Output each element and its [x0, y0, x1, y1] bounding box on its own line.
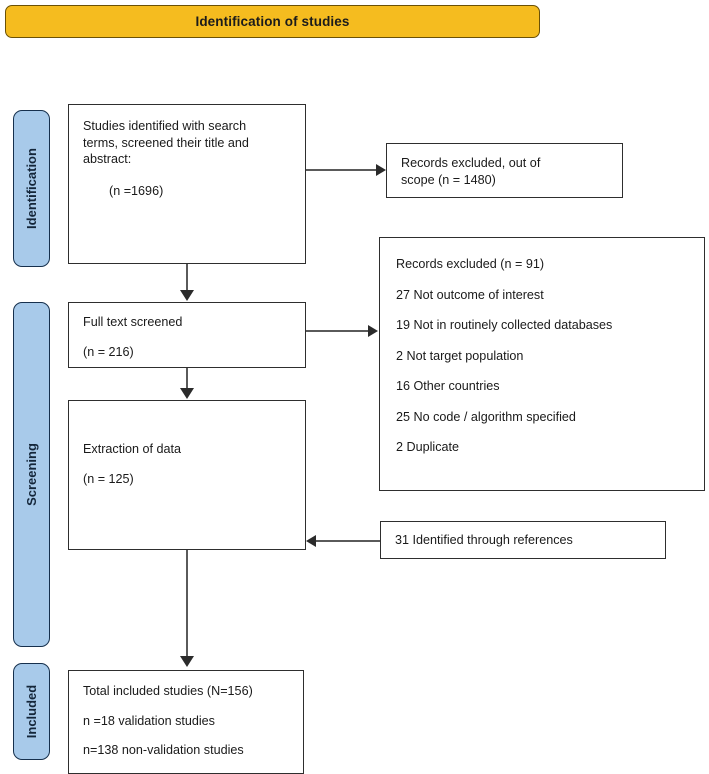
excluded-reason: 19 Not in routinely collected databases: [396, 318, 613, 332]
connector-full-text-to-excluded: [306, 330, 370, 332]
box-full-text-screened: Full text screened (n = 216): [68, 302, 306, 368]
references-line1: 31 Identified through references: [395, 533, 573, 547]
excluded-reason: 27 Not outcome of interest: [396, 287, 544, 302]
studies-identified-count: (n =1696): [109, 183, 164, 198]
arrowhead-right-excluded: [368, 325, 378, 337]
excluded-reason: 25 No code / algorithm specified: [396, 409, 576, 424]
full-text-screened-line1: Full text screened: [83, 315, 183, 329]
stage-bar-screening: Screening: [13, 302, 50, 647]
connector-full-text-to-extraction: [186, 368, 188, 390]
total-included-line3: n=138 non-validation studies: [83, 743, 244, 757]
box-identified-through-references: 31 Identified through references: [380, 521, 666, 559]
stage-label-identification: Identification: [24, 148, 40, 229]
stage-bar-identification: Identification: [13, 110, 50, 267]
arrowhead-down-extraction: [180, 388, 194, 399]
box-studies-identified: Studies identified with search terms, sc…: [68, 104, 306, 264]
box-records-excluded-reasons: Records excluded (n = 91) 27 Not outcome…: [379, 237, 705, 491]
studies-identified-line1: Studies identified with search: [83, 119, 247, 133]
identification-banner: Identification of studies: [5, 5, 540, 38]
identification-banner-label: Identification of studies: [195, 14, 350, 29]
total-included-line2: n =18 validation studies: [83, 713, 215, 728]
box-total-included-studies: Total included studies (N=156) n =18 val…: [68, 670, 304, 774]
connector-references-to-extraction: [316, 540, 380, 542]
excluded-heading: Records excluded (n = 91): [396, 257, 545, 271]
box-extraction-of-data: Extraction of data (n = 125): [68, 400, 306, 550]
stage-bar-included: Included: [13, 663, 50, 760]
box-records-excluded-out-of-scope: Records excluded, out of scope (n = 1480…: [386, 143, 623, 198]
studies-identified-line3: abstract:: [83, 152, 132, 166]
arrowhead-left-extraction: [306, 535, 316, 547]
excluded-reason: 2 Duplicate: [396, 440, 460, 454]
total-included-line1: Total included studies (N=156): [83, 684, 253, 698]
extraction-line1: Extraction of data: [83, 442, 182, 456]
excluded-reason: 2 Not target population: [396, 348, 524, 363]
arrowhead-down-full-text: [180, 290, 194, 301]
full-text-screened-count: (n = 216): [83, 344, 134, 359]
stage-label-screening: Screening: [24, 443, 40, 506]
excluded-reason: 16 Other countries: [396, 379, 500, 393]
studies-identified-line2: terms, screened their title and: [83, 135, 249, 150]
out-of-scope-line2: scope (n = 1480): [401, 172, 496, 187]
arrowhead-down-total: [180, 656, 194, 667]
arrowhead-right-out-of-scope: [376, 164, 386, 176]
connector-extraction-to-total: [186, 550, 188, 658]
out-of-scope-line1: Records excluded, out of: [401, 156, 541, 170]
extraction-count: (n = 125): [83, 471, 134, 486]
connector-identified-to-out-of-scope: [306, 169, 378, 171]
connector-identified-to-full-text: [186, 264, 188, 292]
stage-label-included: Included: [24, 684, 40, 739]
